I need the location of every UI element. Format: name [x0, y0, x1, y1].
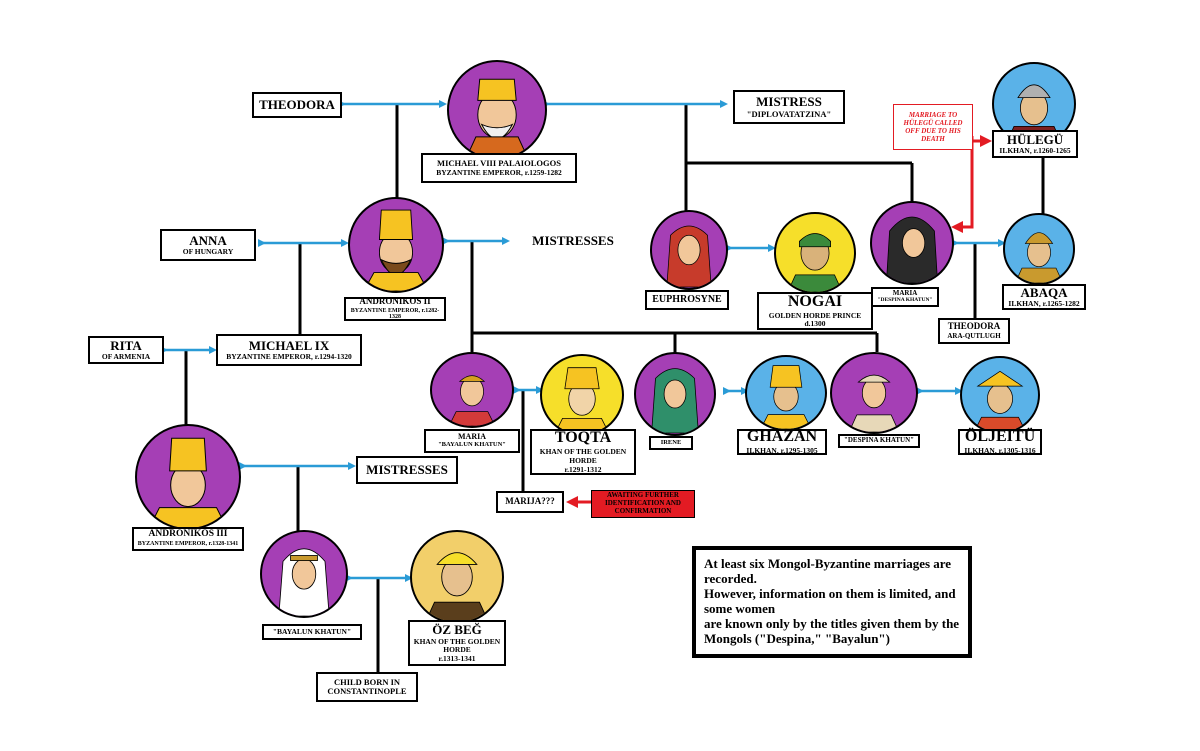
label-toqta: TOQTA KHAN OF THE GOLDEN HORDE r.1291-13…	[530, 429, 636, 475]
info-line-3: are known only by the titles given them …	[704, 616, 960, 646]
toqta-title3: r.1291-1312	[564, 464, 602, 474]
maria-despina-name: MARIA	[892, 288, 918, 297]
marija-note: AWAITING FURTHER IDENTIFICATION AND CONF…	[591, 490, 695, 518]
despina-khatun-name: "DESPINA KHATUN"	[843, 436, 915, 445]
maria-bayalun-name: MARIA	[458, 431, 486, 441]
oz-beg-title: KHAN OF THE GOLDEN	[413, 636, 501, 646]
michael-viii-title: BYZANTINE EMPEROR, r.1259-1282	[436, 168, 562, 178]
theodora-name: THEODORA	[259, 97, 335, 113]
toqta-title: KHAN OF THE GOLDEN	[539, 447, 627, 457]
anna-title: OF HUNGARY	[182, 247, 234, 257]
label-andronikos-iii: ANDRONIKOS III BYZANTINE EMPEROR, r.1328…	[132, 527, 244, 551]
abaqa-name: ABAQA	[1020, 284, 1068, 300]
oljeitu-title: ILKHAN, r.1305-1316	[964, 445, 1036, 455]
oljeitu-name: ÖLJEITÜ	[964, 428, 1036, 446]
portrait-oz-beg	[410, 530, 504, 624]
portrait-ghazan	[745, 355, 827, 431]
portrait-bayalun-khatun	[260, 530, 348, 618]
label-rita: RITA OF ARMENIA	[88, 336, 164, 364]
michael-ix-name: MICHAEL IX	[248, 337, 330, 353]
label-theodora-ara-qutlugh: THEODORA ARA-QUTLUGH	[938, 318, 1010, 344]
bayalun-khatun-name: "BAYALUN KHATUN"	[272, 627, 352, 637]
portrait-despina-khatun	[830, 352, 918, 434]
label-maria-bayalun: MARIA "BAYALUN KHATUN"	[424, 429, 520, 453]
info-line-2: However, information on them is limited,…	[704, 586, 956, 616]
label-child-constantinople: CHILD BORN IN CONSTANTINOPLE	[316, 672, 418, 702]
hulegu-title: ILKHAN, r.1260-1265	[999, 146, 1071, 156]
label-maria-despina: MARIA "DESPINA KHATUN"	[871, 287, 939, 307]
child-name: CHILD BORN IN	[333, 677, 401, 688]
label-hulegu: HÜLEGÜ ILKHAN, r.1260-1265	[992, 130, 1078, 158]
portrait-oljeitu	[960, 356, 1040, 434]
portrait-irene	[634, 352, 716, 436]
nogai-title: GOLDEN HORDE PRINCE	[768, 310, 862, 320]
portrait-michael-viii	[447, 60, 547, 160]
label-mistress-diplovatatzina: MISTRESS "DIPLOVATATZINA"	[733, 90, 845, 124]
rita-title: OF ARMENIA	[101, 352, 151, 362]
andronikos-iii-name: ANDRONIKOS III	[148, 529, 228, 540]
portrait-maria-bayalun	[430, 352, 514, 428]
nogai-name: NOGAI	[787, 292, 843, 310]
label-euphrosyne: EUPHROSYNE	[645, 290, 729, 310]
michael-ix-title: BYZANTINE EMPEROR, r.1294-1320	[226, 352, 352, 362]
portrait-nogai	[774, 212, 856, 294]
rita-name: RITA	[110, 337, 142, 353]
mistresses-2-name: MISTRESSES	[366, 462, 448, 478]
mistress-name: MISTRESS	[756, 94, 822, 110]
mistresses-1-name: MISTRESSES	[532, 233, 614, 249]
info-box: At least six Mongol-Byzantine marriages …	[692, 546, 972, 658]
theodora-2-title: ARA-QUTLUGH	[947, 331, 1001, 340]
oz-beg-title3: r.1313-1341	[438, 654, 476, 664]
label-theodora: THEODORA	[252, 92, 342, 118]
portrait-euphrosyne	[650, 210, 728, 290]
portrait-abaqa	[1003, 213, 1075, 285]
portrait-andronikos-iii	[135, 424, 241, 530]
label-despina-khatun: "DESPINA KHATUN"	[838, 434, 920, 448]
michael-viii-name: MICHAEL VIII PALAIOLOGOS	[437, 158, 561, 169]
maria-despina-title: "DESPINA KHATUN"	[877, 297, 933, 304]
label-ghazan: GHAZAN ILKHAN, r.1295-1305	[737, 428, 827, 455]
nogai-title2: d.1300	[804, 319, 826, 329]
child-title: CONSTANTINOPLE	[327, 686, 407, 696]
label-oljeitu: ÖLJEITÜ ILKHAN, r.1305-1316	[958, 428, 1042, 455]
toqta-name: TOQTA	[554, 429, 612, 447]
label-michael-viii: MICHAEL VIII PALAIOLOGOS BYZANTINE EMPER…	[421, 153, 577, 183]
oz-beg-title2: HORDE	[443, 645, 471, 655]
label-oz-beg: ÖZ BEĞ KHAN OF THE GOLDEN HORDE r.1313-1…	[408, 620, 506, 666]
mistress-title: "DIPLOVATATZINA"	[746, 108, 832, 119]
oz-beg-name: ÖZ BEĞ	[432, 621, 482, 637]
label-marija: MARIJA???	[496, 491, 564, 513]
info-line-1: At least six Mongol-Byzantine marriages …	[704, 556, 952, 586]
label-irene: IRENE	[649, 436, 693, 450]
hulegu-note-text: MARRIAGE TO HÜLEGÜ CALLED OFF DUE TO HIS…	[903, 110, 963, 144]
portrait-maria-despina	[870, 201, 954, 285]
abaqa-title: ILKHAN, r.1265-1282	[1008, 299, 1080, 309]
label-anna: ANNA OF HUNGARY	[160, 229, 256, 261]
hulegu-name: HÜLEGÜ	[1006, 131, 1064, 147]
anna-name: ANNA	[189, 232, 227, 248]
marija-note-text: AWAITING FURTHER IDENTIFICATION AND CONF…	[605, 491, 681, 515]
ghazan-name: GHAZAN	[746, 428, 818, 446]
theodora-2-name: THEODORA	[947, 321, 1001, 332]
hulegu-note: MARRIAGE TO HÜLEGÜ CALLED OFF DUE TO HIS…	[893, 104, 973, 150]
label-abaqa: ABAQA ILKHAN, r.1265-1282	[1002, 284, 1086, 310]
andronikos-ii-name: ANDRONIKOS II	[359, 296, 431, 307]
toqta-title2: HORDE	[569, 455, 597, 465]
euphrosyne-name: EUPHROSYNE	[652, 293, 722, 305]
andronikos-iii-title: BYZANTINE EMPEROR, r.1328-1341	[137, 541, 239, 548]
ghazan-title: ILKHAN, r.1295-1305	[746, 445, 818, 455]
portrait-toqta	[540, 354, 624, 436]
label-mistresses-2: MISTRESSES	[356, 456, 458, 484]
andronikos-ii-title: BYZANTINE EMPEROR, r.1282-1328	[350, 307, 440, 321]
label-mistresses-1: MISTRESSES	[508, 228, 638, 254]
irene-name: IRENE	[660, 438, 682, 446]
portrait-andronikos-ii	[348, 197, 444, 293]
label-nogai: NOGAI GOLDEN HORDE PRINCE d.1300	[757, 292, 873, 330]
label-michael-ix: MICHAEL IX BYZANTINE EMPEROR, r.1294-132…	[216, 334, 362, 366]
label-bayalun-khatun: "BAYALUN KHATUN"	[262, 624, 362, 640]
label-andronikos-ii: ANDRONIKOS II BYZANTINE EMPEROR, r.1282-…	[344, 297, 446, 321]
marija-name: MARIJA???	[505, 496, 555, 507]
maria-bayalun-title: "BAYALUN KHATUN"	[438, 441, 506, 449]
